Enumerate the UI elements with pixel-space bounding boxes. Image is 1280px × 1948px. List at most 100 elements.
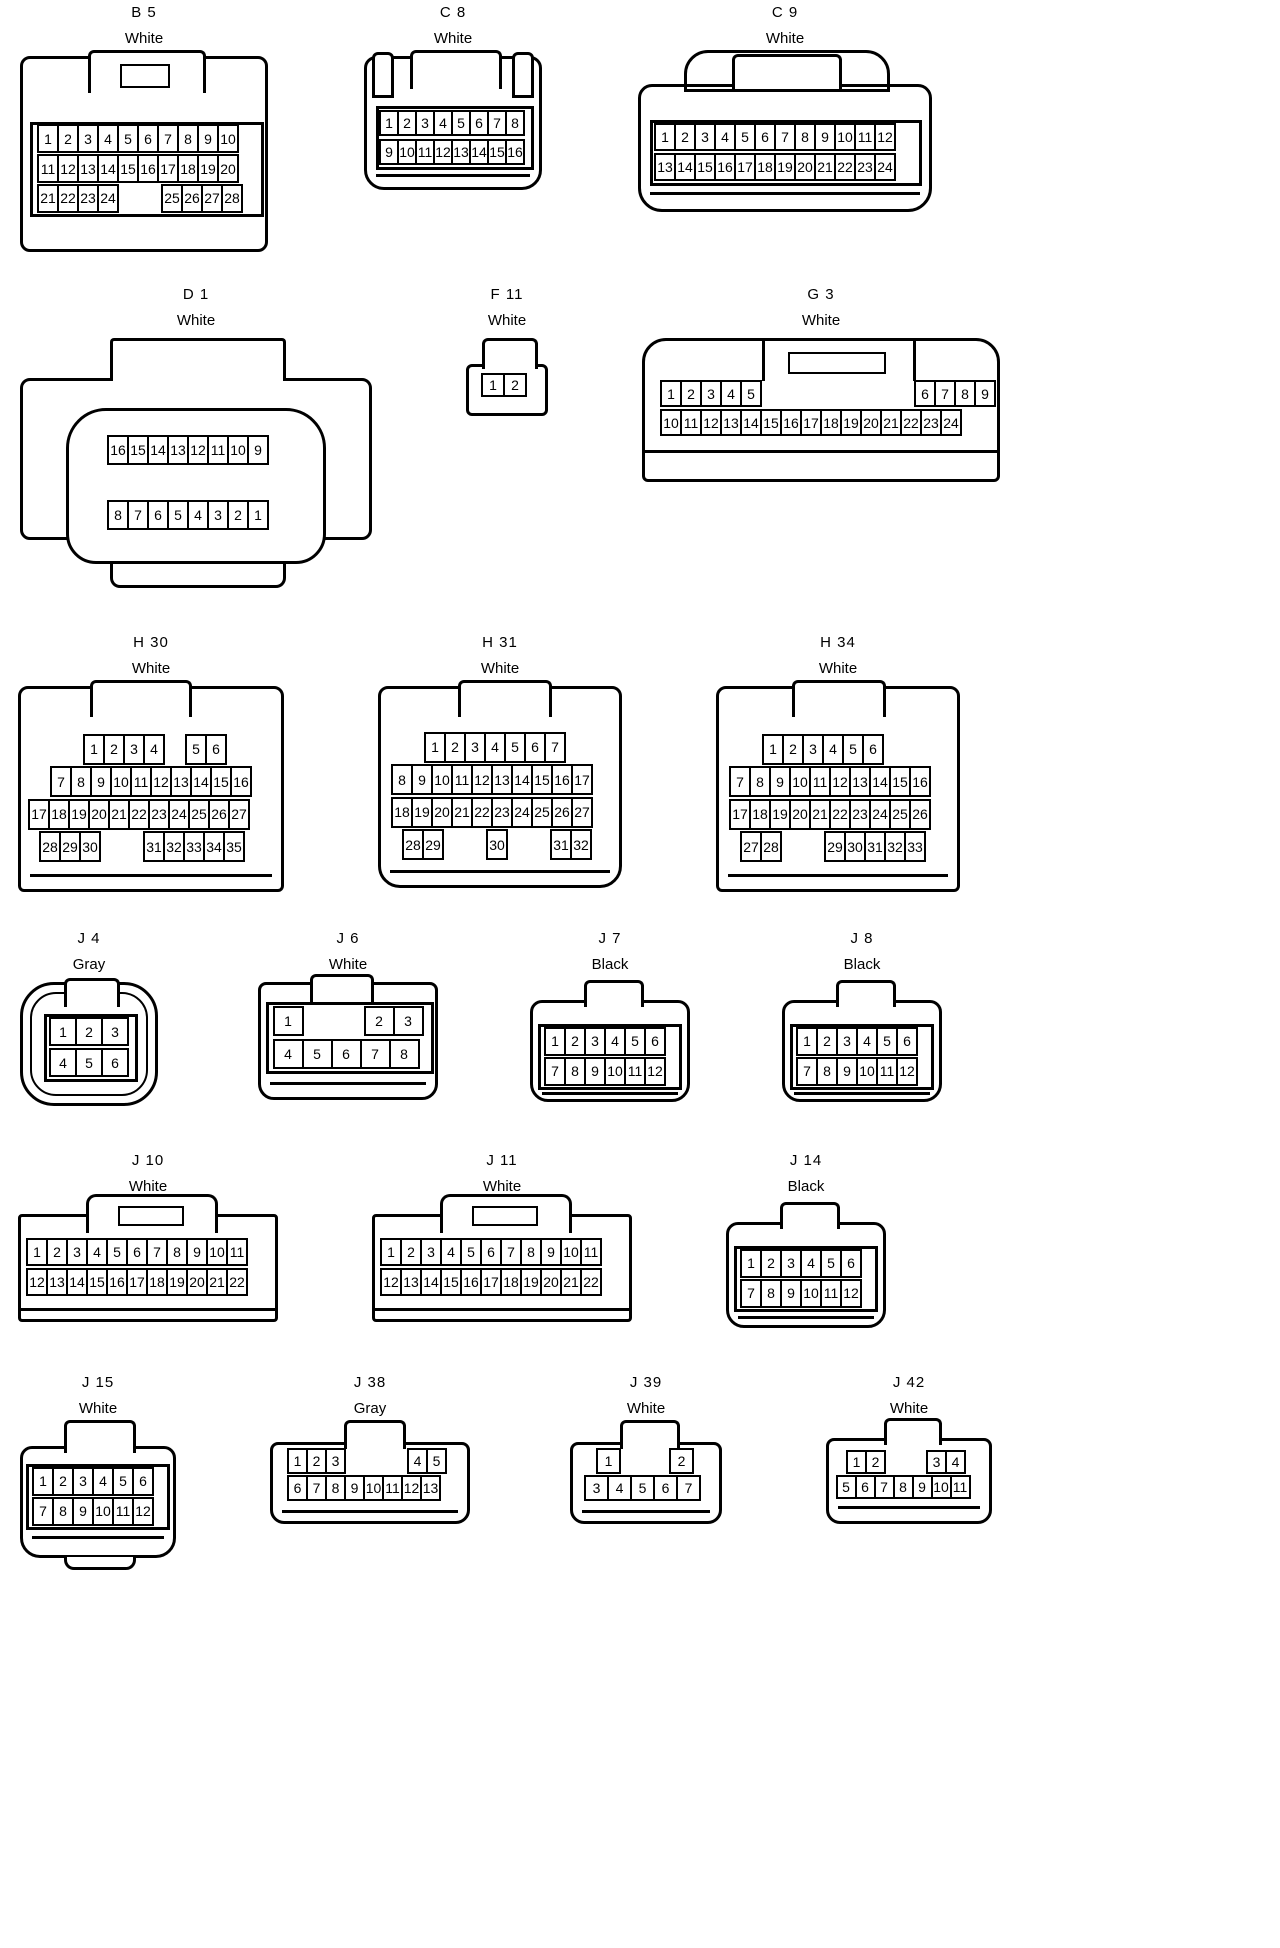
connector-id: H 31 <box>482 634 518 651</box>
pin-1: 1 <box>287 1447 308 1474</box>
pin-19: 19 <box>520 1268 542 1296</box>
pin-4: 4 <box>97 124 119 154</box>
pin-19: 19 <box>840 409 862 436</box>
connector-color: White <box>818 660 858 677</box>
pin-22: 22 <box>471 796 493 828</box>
pin-4: 4 <box>92 1466 114 1496</box>
connector-id: J 39 <box>629 1374 663 1391</box>
pin-9: 9 <box>974 380 996 407</box>
pin-14: 14 <box>674 153 696 181</box>
pin-11: 11 <box>580 1238 602 1266</box>
connector-id: J 7 <box>598 930 622 947</box>
pin-12: 12 <box>874 123 896 151</box>
pin-25: 25 <box>889 798 911 830</box>
pin-blank <box>780 831 802 862</box>
pin-9: 9 <box>836 1056 858 1086</box>
pin-2: 2 <box>782 733 804 765</box>
pin-8: 8 <box>166 1238 188 1266</box>
pin-3: 3 <box>464 731 486 763</box>
pin-10: 10 <box>227 434 249 465</box>
pin-31: 31 <box>864 831 886 863</box>
pin-23: 23 <box>491 796 513 828</box>
connector-id: J 10 <box>131 1152 165 1169</box>
pin-10: 10 <box>92 1496 114 1526</box>
pin-14: 14 <box>740 409 762 436</box>
pin-24: 24 <box>168 798 190 830</box>
pin-19: 19 <box>411 796 433 828</box>
pin-31: 31 <box>143 831 165 863</box>
pin-9: 9 <box>90 766 112 798</box>
pin-14: 14 <box>147 434 169 465</box>
connector-color: White <box>128 1178 168 1195</box>
pin-4: 4 <box>604 1026 626 1056</box>
connector-id: J 11 <box>486 1152 518 1169</box>
pin-4: 4 <box>433 109 453 136</box>
pin-9: 9 <box>769 766 791 798</box>
pin-7: 7 <box>487 109 507 136</box>
pin-17: 17 <box>800 409 822 436</box>
pin-blank <box>619 1448 644 1474</box>
pin-25: 25 <box>531 796 553 828</box>
pin-6: 6 <box>469 109 489 136</box>
pin-5: 5 <box>167 499 189 530</box>
pin-22: 22 <box>900 409 922 436</box>
pin-26: 26 <box>551 796 573 828</box>
pin-6: 6 <box>840 1248 862 1278</box>
pin-10: 10 <box>834 123 856 151</box>
pin-7: 7 <box>740 1278 762 1308</box>
connector-color: White <box>124 30 164 47</box>
pin-1: 1 <box>660 380 682 407</box>
pin-34: 34 <box>203 831 225 863</box>
pin-10: 10 <box>660 409 682 436</box>
pin-4: 4 <box>440 1238 462 1266</box>
pin-23: 23 <box>849 798 871 830</box>
pin-16: 16 <box>780 409 802 436</box>
pin-17: 17 <box>157 154 179 183</box>
pin-32: 32 <box>884 831 906 863</box>
pin-16: 16 <box>137 154 159 183</box>
pin-7: 7 <box>157 124 179 154</box>
pin-2: 2 <box>52 1466 74 1496</box>
pin-2: 2 <box>674 123 696 151</box>
pin-17: 17 <box>734 153 756 181</box>
pin-15: 15 <box>487 138 507 165</box>
pin-13: 13 <box>849 766 871 798</box>
connector-color: White <box>176 312 216 329</box>
pin-23: 23 <box>854 153 876 181</box>
pin-6: 6 <box>137 124 159 154</box>
pin-24: 24 <box>869 798 891 830</box>
pin-4: 4 <box>856 1026 878 1056</box>
pin-1: 1 <box>596 1447 621 1474</box>
pin-blank <box>464 829 486 860</box>
pin-4: 4 <box>822 733 844 765</box>
pin-20: 20 <box>860 409 882 436</box>
pin-2: 2 <box>75 1017 103 1046</box>
pin-blank <box>344 1448 365 1474</box>
pin-16: 16 <box>909 766 931 798</box>
pin-5: 5 <box>301 1038 333 1069</box>
pin-2: 2 <box>227 499 249 530</box>
